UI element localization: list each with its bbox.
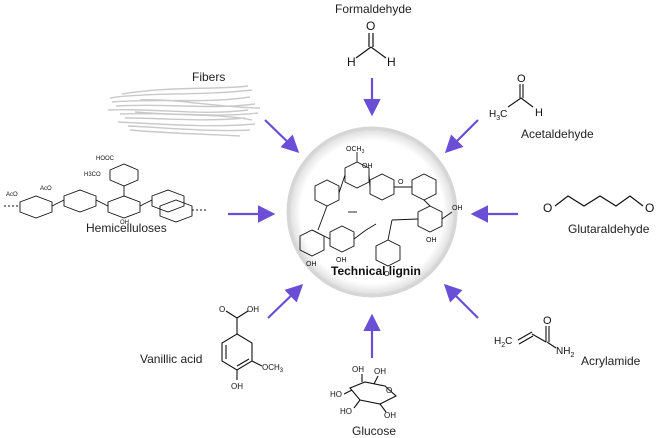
arrows — [228, 78, 518, 358]
lignin-och3: OCH3 — [346, 146, 365, 155]
lignin-o1: O — [398, 179, 404, 186]
lignin-structure — [299, 152, 453, 267]
lignin-oh3: OH — [306, 261, 317, 268]
label-acetaldehyde: Acetaldehyde — [521, 127, 594, 141]
glutaraldehyde-o2: O — [645, 201, 654, 215]
glucose-structure — [343, 374, 397, 413]
vanillic-oh-bottom: OH — [231, 382, 243, 391]
lignin-oh1: OH — [362, 163, 373, 170]
formaldehyde-structure — [355, 33, 387, 59]
label-formaldehyde: Formaldehyde — [335, 2, 412, 16]
formaldehyde-h2: H — [387, 55, 396, 69]
glutaraldehyde-o1: O — [543, 201, 552, 215]
acetaldehyde-o: O — [517, 73, 526, 85]
hemicelluloses-structure — [4, 163, 206, 223]
label-acrylamide: Acrylamide — [581, 354, 641, 368]
vanillic-och3: OCH3 — [262, 363, 284, 374]
arrow-acetaldehyde — [444, 119, 479, 154]
hemi-h3co: H3CO — [84, 172, 101, 178]
lignin-o2: O — [384, 271, 390, 278]
lignin-oh4: OH — [336, 257, 347, 264]
acrylamide-h2c: H2C — [494, 336, 512, 349]
glucose-oh3: OH — [384, 411, 396, 420]
acetaldehyde-h3c: H3C — [489, 109, 507, 122]
lignin-oh2: OH — [452, 205, 463, 212]
arrow-fibers — [264, 119, 300, 154]
acrylamide-o: O — [543, 315, 552, 327]
label-vanillic-acid: Vanillic acid — [140, 352, 203, 366]
acrylamide-nh2: NH2 — [556, 346, 574, 359]
hemi-aco1: AcO — [6, 192, 18, 198]
vanillic-structure — [221, 310, 263, 380]
hemi-hooc: HOOC — [96, 156, 115, 162]
glucose-oh1: OH — [352, 365, 364, 374]
formaldehyde-o: O — [366, 19, 375, 33]
hemi-oh: OH — [120, 220, 129, 226]
label-glutaraldehyde: Glutaraldehyde — [568, 222, 650, 236]
acrylamide-structure — [517, 326, 557, 349]
glucose-ho1: HO — [330, 390, 342, 399]
arrow-vanillic — [267, 283, 304, 319]
acetaldehyde-structure — [507, 84, 534, 108]
formaldehyde-h1: H — [347, 55, 356, 69]
hemi-aco2: AcO — [40, 186, 52, 192]
vanillic-o: O — [219, 305, 225, 314]
glucose-oh2: OH — [374, 367, 386, 376]
glucose-ho2: HO — [340, 407, 352, 416]
label-technical-lignin: Technical lignin — [331, 264, 421, 278]
fibers-drawing — [107, 85, 261, 137]
lignin-oh5: OH — [426, 237, 437, 244]
label-hemicelluloses: Hemicelluloses — [86, 221, 167, 235]
label-fibers: Fibers — [192, 70, 226, 84]
vanillic-oh-top: OH — [247, 305, 259, 314]
lignin-halo — [286, 126, 458, 298]
glutaraldehyde-structure — [554, 195, 644, 207]
acetaldehyde-h: H — [535, 107, 543, 119]
glucose-o: O — [386, 386, 392, 395]
label-glucose: Glucose — [352, 424, 397, 438]
arrow-acrylamide — [443, 283, 479, 319]
